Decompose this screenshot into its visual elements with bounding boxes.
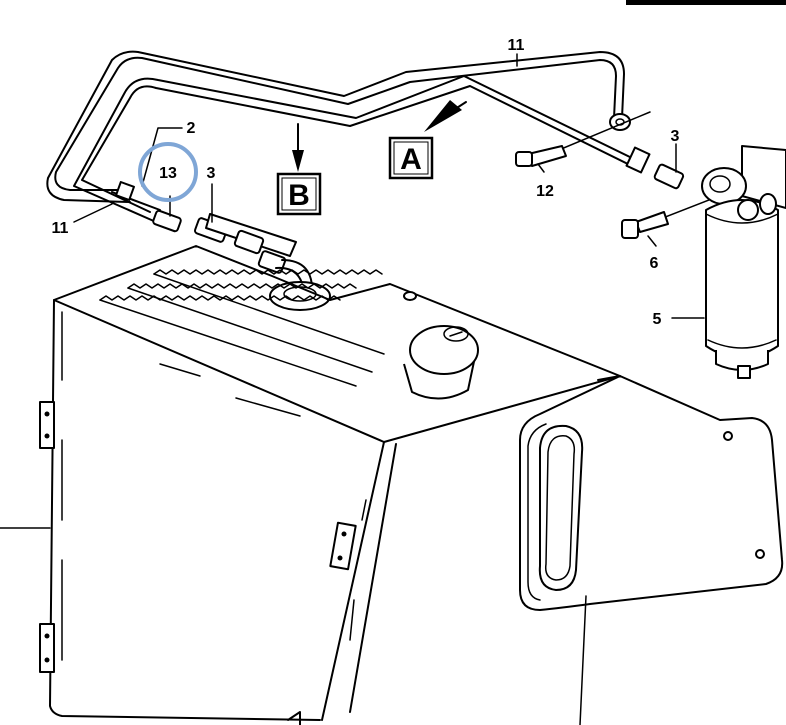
fuel-filter (701, 145, 786, 379)
tank-hinges (39, 401, 357, 673)
highlight-circle-13 (138, 142, 198, 202)
leader-lines (73, 53, 705, 319)
tank-stud (403, 291, 417, 301)
view-b-label: B (288, 179, 310, 212)
label-12: 12 (536, 183, 554, 200)
label-6: 6 (650, 255, 659, 272)
label-2: 2 (187, 120, 196, 137)
label-11-top: 11 (508, 37, 525, 54)
bolt-12 (515, 111, 651, 167)
tank-bottom-tab (287, 711, 301, 725)
left-fittings (111, 181, 314, 295)
tank-cap (403, 325, 479, 400)
fuel-pipe-assembly (46, 50, 641, 223)
view-arrow-b: B (276, 123, 322, 216)
label-5: 5 (653, 311, 662, 328)
view-a-label: A (400, 143, 422, 176)
mounting-bracket (519, 375, 784, 725)
header-bar (626, 0, 786, 5)
tank-body (49, 245, 621, 721)
label-3-right: 3 (671, 128, 680, 145)
fitting-3-right (625, 146, 685, 190)
view-arrow-a: A (388, 100, 467, 180)
label-13: 13 (159, 165, 177, 182)
label-3-left: 3 (207, 165, 216, 182)
tank-fins (99, 269, 385, 387)
label-11-left: 11 (52, 220, 69, 237)
